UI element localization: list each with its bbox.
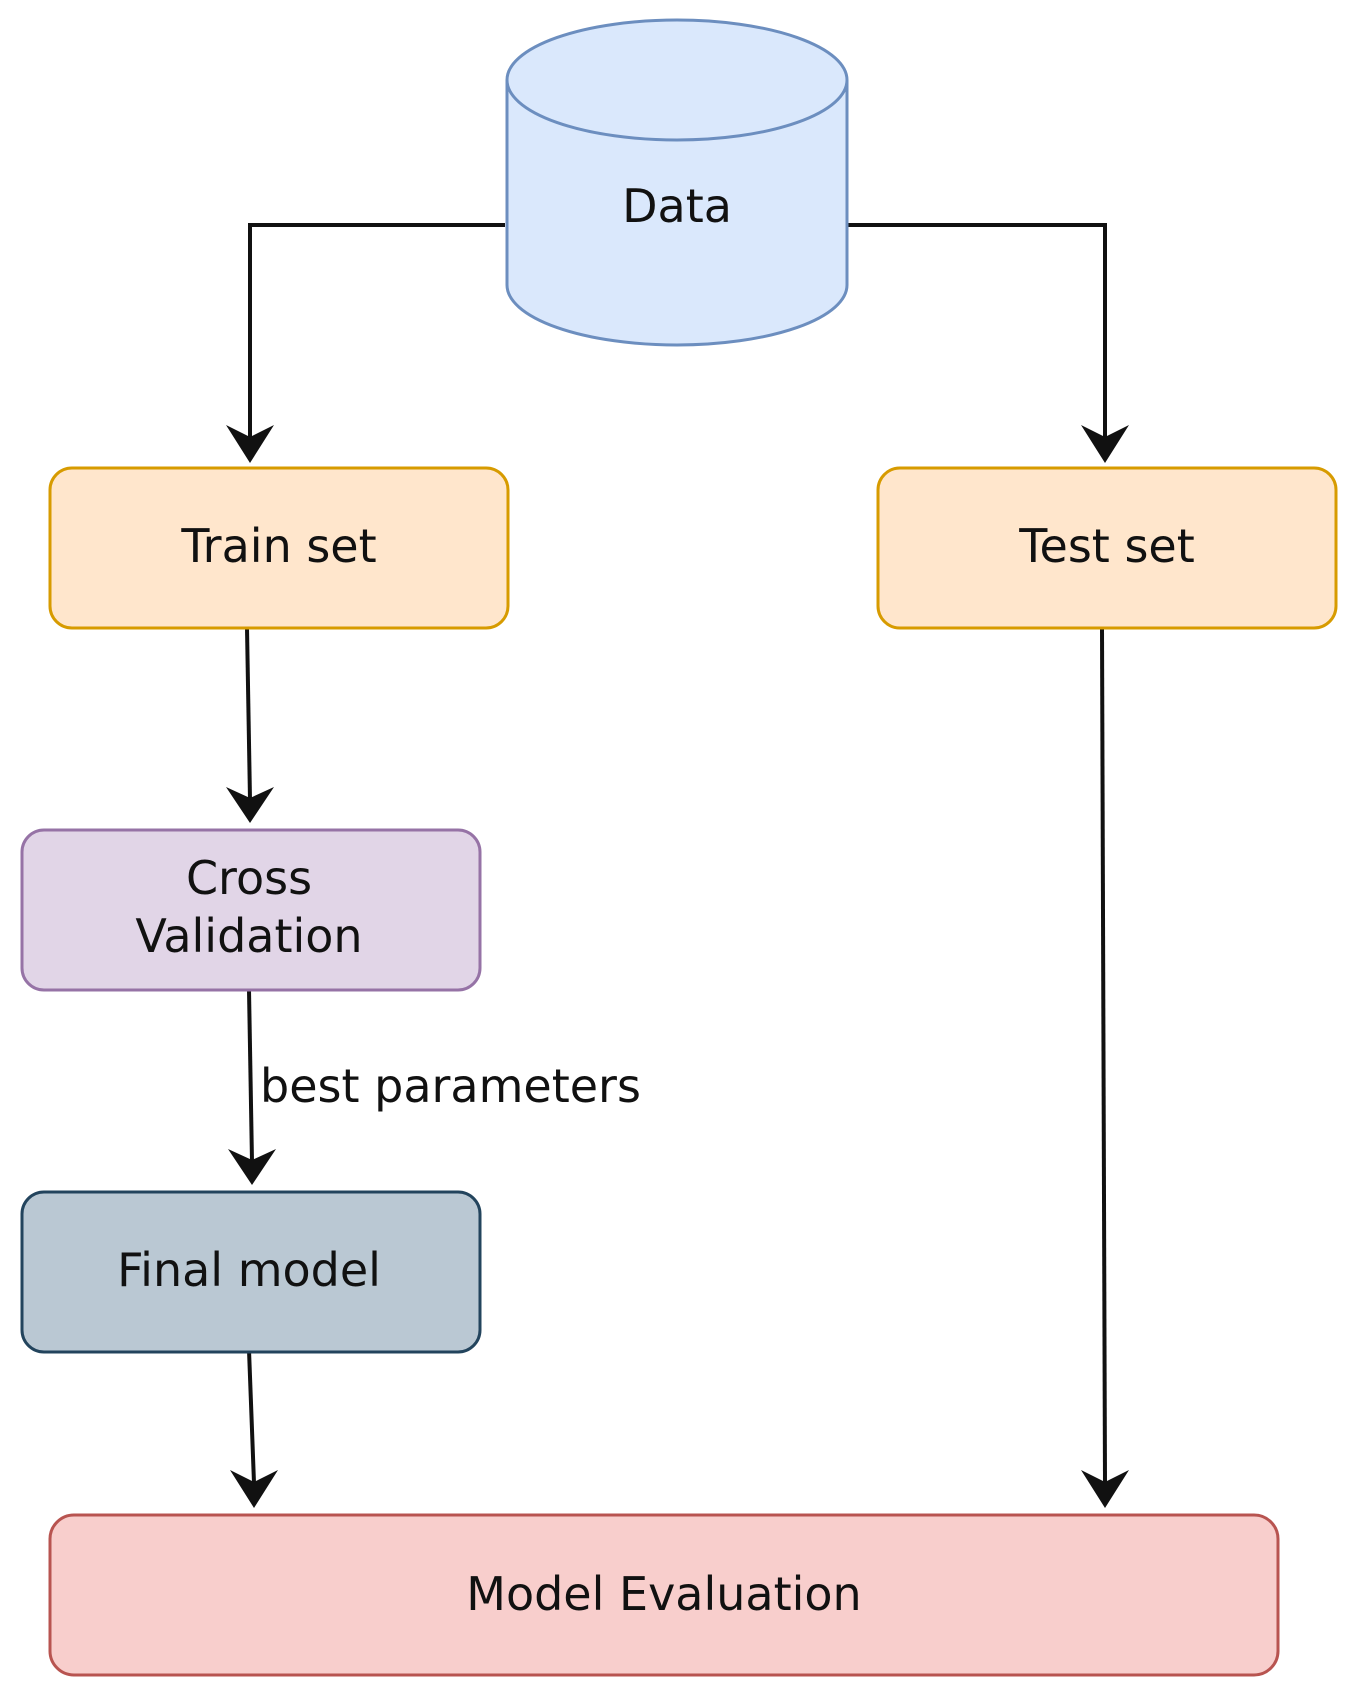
data-cylinder-outline	[505, 80, 849, 347]
test-set-box	[878, 468, 1336, 628]
edge-data-to-train	[248, 223, 505, 440]
train-set-box-outline	[48, 466, 510, 630]
arrowhead-test	[1081, 425, 1129, 463]
model-evaluation-box-outline	[48, 1513, 1280, 1677]
model-evaluation-label: Model Evaluation	[466, 1567, 861, 1621]
edge-data-to-test	[848, 223, 1107, 440]
cross-validation-label-line1: Cross	[186, 851, 312, 905]
arrowhead-train	[226, 425, 274, 463]
node-train-set: Train set	[48, 466, 510, 630]
arrowhead-eval-left	[230, 1470, 278, 1508]
final-model-box	[22, 1192, 480, 1352]
node-test-set: Test set	[876, 466, 1338, 630]
node-model-evaluation: Model Evaluation	[48, 1513, 1280, 1677]
edge-final-to-eval	[247, 1349, 256, 1484]
edges: best parameters	[226, 223, 1129, 1508]
node-final-model: Final model	[20, 1190, 482, 1354]
cross-validation-box-outline	[20, 828, 482, 992]
cross-validation-label-line2: Validation	[135, 909, 362, 963]
final-model-label: Final model	[117, 1243, 381, 1297]
arrowhead-final	[228, 1149, 276, 1185]
train-set-label: Train set	[180, 519, 376, 573]
edge-label-best-parameters: best parameters	[260, 1059, 641, 1113]
test-set-label: Test set	[1018, 519, 1195, 573]
node-data: Data	[505, 18, 849, 347]
data-cylinder-top	[507, 20, 847, 140]
final-model-box-outline	[20, 1190, 482, 1354]
data-cylinder-top-outline	[505, 18, 849, 142]
cross-validation-box	[22, 830, 480, 990]
edge-train-to-cross	[245, 627, 252, 801]
test-set-box-outline	[876, 466, 1338, 630]
node-cross-validation: Cross Validation	[20, 828, 482, 992]
edge-test-to-eval	[1100, 627, 1107, 1484]
data-cylinder-body	[507, 80, 847, 345]
arrowhead-eval-right	[1081, 1470, 1129, 1508]
edge-cross-to-final	[247, 989, 254, 1163]
arrowhead-cross	[226, 787, 274, 823]
train-set-box	[50, 468, 508, 628]
model-evaluation-box	[50, 1515, 1278, 1675]
node-data-label: Data	[622, 179, 732, 233]
